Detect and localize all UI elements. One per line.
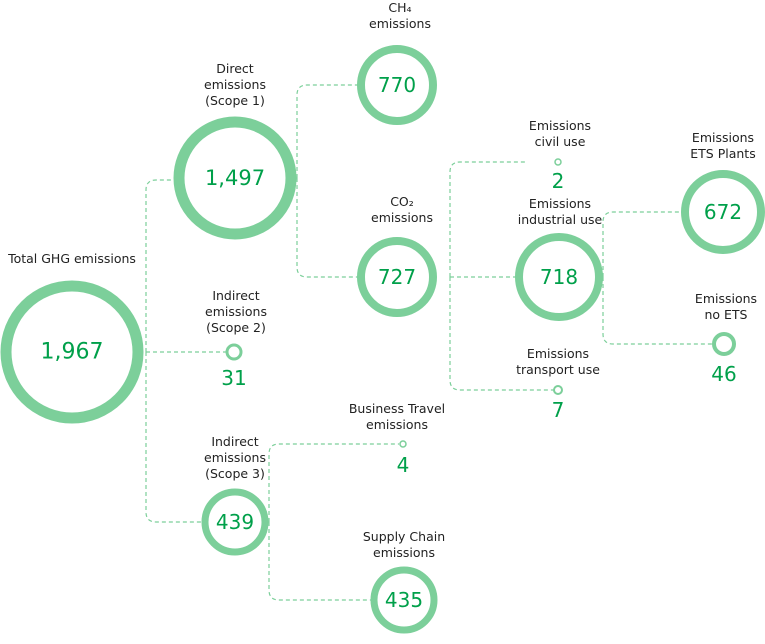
node-scope1-label-line: (Scope 1)	[205, 93, 265, 108]
node-industrial-label-line: Emissions	[529, 196, 591, 211]
node-scope1-ring	[173, 116, 297, 240]
node-ets-ring	[681, 170, 765, 254]
node-scope3-label-line: Indirect	[211, 434, 258, 449]
node-scope2-label-line: emissions	[205, 304, 267, 319]
node-ch4-ring	[357, 45, 437, 125]
node-scope3-label-line: (Scope 3)	[205, 466, 265, 481]
node-supply-ring	[370, 566, 438, 634]
node-business-value: 4	[397, 453, 410, 477]
node-civil-label-line: civil use	[535, 134, 586, 149]
node-noets-label-line: Emissions	[695, 291, 757, 306]
node-ets-value: 672	[704, 200, 742, 224]
node-total-value: 1,967	[41, 340, 104, 365]
node-total-label: Total GHG emissions	[7, 251, 136, 266]
node-noets-value: 46	[711, 362, 736, 386]
node-co2-value: 727	[378, 265, 416, 289]
node-scope3-value: 439	[216, 510, 254, 534]
connector-industrial-noets	[602, 277, 713, 345]
node-transport-value: 7	[552, 398, 565, 422]
node-supply-label-line: emissions	[373, 545, 435, 560]
connector-co2-transport	[449, 277, 554, 391]
node-business-label-line: emissions	[366, 417, 428, 432]
node-ch4-label-line: emissions	[369, 16, 431, 31]
node-total-ring	[0, 280, 144, 424]
node-co2-ring	[357, 237, 437, 317]
node-ch4-label-line: CH₄	[388, 0, 411, 15]
node-noets-ring	[712, 332, 736, 356]
node-co2-label-line: emissions	[371, 210, 433, 225]
node-business-ring	[399, 440, 407, 448]
node-scope2-label-line: Indirect	[212, 288, 259, 303]
node-business-label-line: Business Travel	[349, 401, 445, 416]
connector-total-scope1	[145, 179, 172, 352]
node-scope3-ring	[201, 488, 269, 556]
connector-industrial-ets	[602, 211, 681, 277]
node-industrial-value: 718	[540, 265, 578, 289]
node-scope3-label-line: emissions	[204, 450, 266, 465]
node-industrial-ring	[515, 233, 603, 321]
node-supply-value: 435	[385, 588, 423, 612]
node-scope2-label-line: (Scope 2)	[206, 320, 266, 335]
node-scope1-label-line: Direct	[216, 61, 254, 76]
node-supply-label-line: Supply Chain	[363, 529, 445, 544]
node-transport-label-line: Emissions	[527, 346, 589, 361]
node-noets-label-line: no ETS	[704, 307, 747, 322]
connectors	[145, 84, 713, 601]
node-total: Total GHG emissions 1,967	[0, 251, 144, 424]
node-ch4-value: 770	[378, 73, 416, 97]
node-civil-label-line: Emissions	[529, 118, 591, 133]
node-total-label-line: Total GHG emissions	[7, 251, 136, 266]
connector-scope1-ch4	[296, 84, 358, 178]
node-ets-label-line: ETS Plants	[690, 146, 755, 161]
node-transport-ring	[553, 385, 563, 395]
node-civil-value: 2	[552, 169, 565, 193]
connector-scope1-co2	[296, 178, 360, 278]
connector-scope3-business	[268, 443, 399, 522]
node-scope1-label-line: emissions	[204, 77, 266, 92]
connector-scope3-supply	[268, 522, 373, 601]
node-scope2-value: 31	[221, 366, 246, 390]
node-scope1-value: 1,497	[205, 166, 265, 190]
node-civil-ring	[554, 158, 562, 166]
node-ets-label-line: Emissions	[692, 130, 754, 145]
connector-co2-civil	[449, 161, 526, 277]
node-industrial-label-line: industrial use	[518, 212, 603, 227]
node-co2-label-line: CO₂	[390, 194, 414, 209]
node-scope2-ring	[225, 343, 243, 361]
connector-total-scope3	[145, 352, 202, 523]
node-transport-label-line: transport use	[516, 362, 600, 377]
